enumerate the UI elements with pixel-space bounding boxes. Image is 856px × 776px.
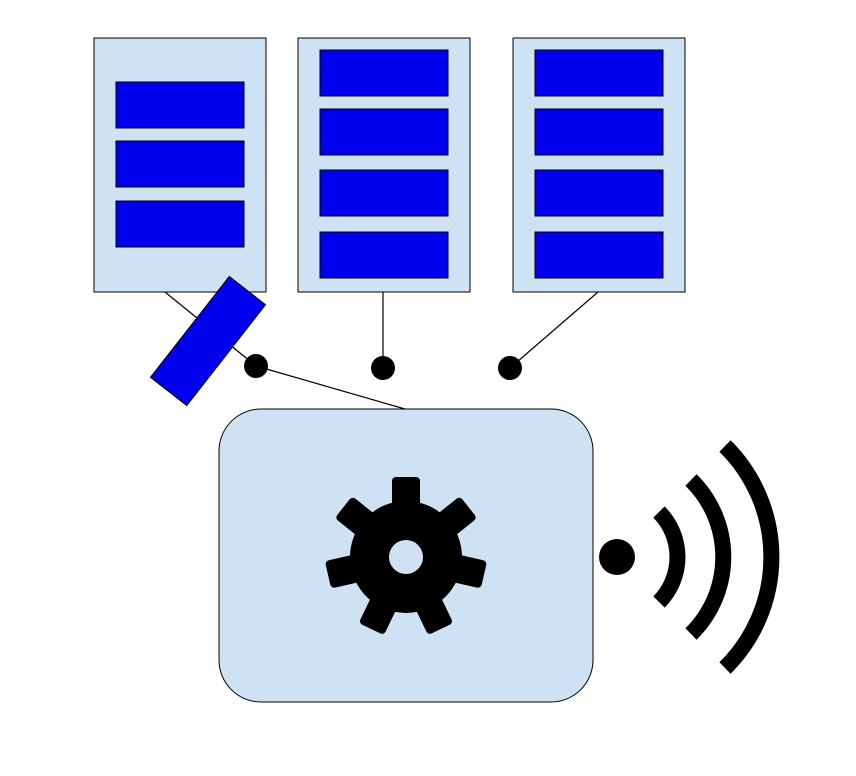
- link-controller: [255, 365, 406, 410]
- rack-3-slot: [534, 108, 664, 156]
- rack-2-slot: [319, 49, 449, 97]
- rack-3-slot: [534, 231, 664, 279]
- rack-1-slot: [115, 200, 245, 248]
- rack-3-slot: [534, 169, 664, 217]
- ejected-module: [149, 275, 267, 407]
- connector-dots: [244, 354, 522, 380]
- connector-dot: [371, 356, 395, 380]
- signal-arc: [653, 506, 686, 608]
- connector-dot: [244, 354, 268, 378]
- rack-1-slot: [115, 81, 245, 129]
- rack-2-slot: [319, 169, 449, 217]
- signal-arc: [685, 474, 732, 640]
- rack-2-slot: [319, 108, 449, 156]
- controller: [218, 408, 594, 703]
- wireless-signal-icon: [599, 440, 780, 674]
- rack-3-slot: [534, 49, 664, 97]
- rack-2-slot: [319, 231, 449, 279]
- rack-1: [93, 37, 267, 293]
- gear-icon: [325, 477, 487, 634]
- connector-dot: [498, 356, 522, 380]
- link-rack-3: [509, 291, 599, 369]
- signal-source-dot: [599, 539, 635, 575]
- rack-3: [512, 37, 686, 293]
- rack-1-slot: [115, 140, 245, 188]
- rack-2: [297, 37, 471, 293]
- signal-arc: [719, 440, 780, 674]
